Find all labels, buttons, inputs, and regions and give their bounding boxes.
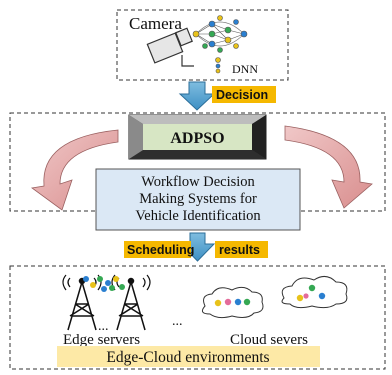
adpso-label: ADPSO xyxy=(170,130,224,147)
dnn-network-icon xyxy=(192,15,248,74)
camera-panel-border xyxy=(116,9,289,81)
workflow-line-3: Vehicle Identification xyxy=(135,208,261,224)
env-label-bg xyxy=(57,346,320,367)
scheduling-label-bg xyxy=(124,241,191,258)
decision-arrow xyxy=(178,81,216,111)
edge-servers-label: Edge servers xyxy=(63,332,140,348)
decision-label: Decision xyxy=(216,88,268,102)
results-label-bg xyxy=(215,241,268,258)
camera-panel: Camera DNN xyxy=(116,9,289,81)
edge-cloud-panel: ... ... Edge servers Cloud severs Edge-C… xyxy=(9,265,386,370)
decision-system-panel: ADPSO Workflow Decision Making Systems f… xyxy=(9,112,386,231)
dnn-label: DNN xyxy=(232,62,258,76)
edge-ellipsis: ... xyxy=(98,319,109,334)
decision-label-bg xyxy=(212,86,276,103)
workflow-line-1: Workflow Decision xyxy=(141,174,255,190)
edge-cloud-panel-border xyxy=(9,265,386,370)
cloud-icon xyxy=(201,286,264,319)
workflow-box: Workflow Decision Making Systems for Veh… xyxy=(95,168,301,231)
tower-icon xyxy=(62,274,102,331)
cloud-ellipsis: ... xyxy=(172,314,183,329)
scheduling-label: Scheduling xyxy=(127,243,194,257)
cloud-icon xyxy=(281,276,348,309)
right-curved-arrow xyxy=(284,125,373,209)
camera-label: Camera xyxy=(129,14,182,33)
adpso-box: ADPSO xyxy=(128,114,267,160)
edge-task-dots xyxy=(83,276,125,292)
workflow-line-2: Making Systems for xyxy=(139,191,257,207)
results-label: results xyxy=(219,243,260,257)
tower-icon xyxy=(111,274,151,331)
left-curved-arrow xyxy=(30,129,119,211)
cloud-servers-label: Cloud severs xyxy=(230,332,308,348)
camera-icon xyxy=(146,27,194,67)
env-label: Edge-Cloud environments xyxy=(106,349,269,366)
